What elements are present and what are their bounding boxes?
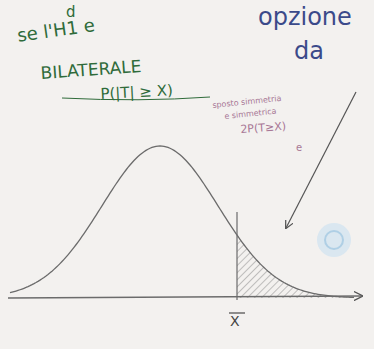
handwritten-note: opzione <box>258 4 352 30</box>
watermark-logo <box>325 231 343 249</box>
bell-curve <box>10 146 354 297</box>
cut-line <box>236 212 237 300</box>
axis-label: X <box>230 314 240 329</box>
x-axis <box>8 296 362 298</box>
handwritten-note: da <box>294 38 324 64</box>
handwritten-note: 2P(T≥X) <box>240 121 286 136</box>
handwritten-note: se l'H1 e <box>16 15 96 45</box>
handwritten-note: P(|T| ≥ X) <box>100 82 173 102</box>
handwritten-note: BILATERALE <box>40 57 142 83</box>
handwritten-note: e simmetrica <box>224 108 277 122</box>
handwritten-note: e <box>296 142 302 153</box>
pointer-arrow <box>286 92 356 228</box>
watermark-logo <box>317 223 351 257</box>
